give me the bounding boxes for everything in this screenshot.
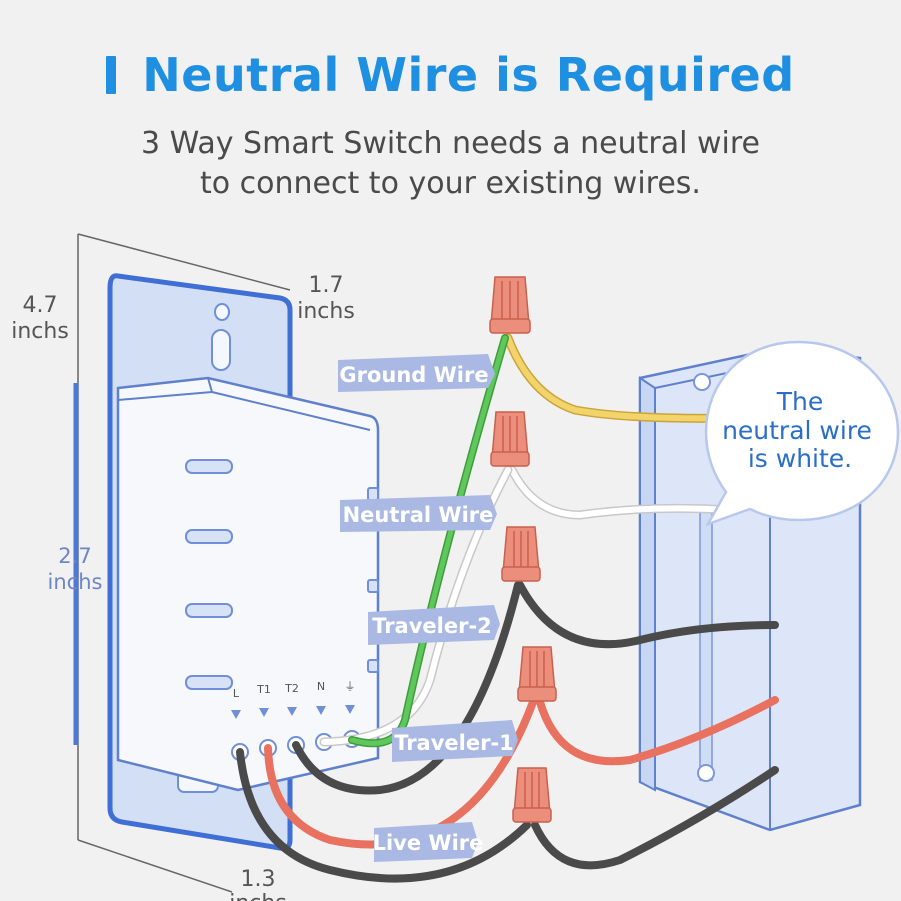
depth-unit: inchs — [229, 891, 287, 901]
bubble-line-1: The — [776, 387, 824, 416]
title-row: Neutral Wire is Required — [0, 48, 901, 102]
wire-traveler-2-switch — [292, 581, 522, 795]
page-title: Neutral Wire is Required — [142, 48, 795, 102]
wire-traveler-1-box — [536, 696, 779, 766]
subtitle-line-2: to connect to your existing wires. — [200, 166, 701, 201]
wire-live-switch — [236, 748, 531, 883]
wire-nut-traveler-2 — [501, 526, 541, 582]
body-value: 2.7 — [58, 544, 91, 568]
tag-traveler-1: Traveler-1 — [392, 720, 518, 762]
box-screw-top-icon — [693, 373, 711, 391]
wire-nut-traveler-1 — [517, 646, 557, 702]
box-screw-bottom-icon — [697, 764, 715, 782]
wire-nut-neutral — [490, 411, 530, 467]
depth-value: 1.3 — [241, 867, 276, 892]
terminal-label-ground: ⏚ — [345, 680, 356, 693]
switch-body: L T1 T2 N ⏚ — [116, 376, 380, 792]
width-unit: inchs — [297, 299, 355, 324]
wire-traveler-2-box — [516, 581, 779, 649]
tag-live-wire: Live Wire — [373, 822, 484, 862]
subtitle-line-1: 3 Way Smart Switch needs a neutral wire — [141, 126, 760, 161]
tag-ground-wire: Ground Wire — [338, 354, 495, 392]
body-slots — [185, 459, 379, 690]
tag-neutral-wire: Neutral Wire — [340, 495, 497, 532]
mounting-slot — [211, 329, 231, 371]
width-value: 1.7 — [309, 273, 344, 298]
wire-traveler-1-switch — [264, 698, 537, 849]
wire-nut-ground — [489, 276, 531, 334]
wires — [236, 333, 779, 883]
tag-traveler-1-label: Traveler-1 — [394, 731, 514, 755]
bubble-line-3: is white. — [748, 444, 852, 473]
subtitle: 3 Way Smart Switch needs a neutral wire … — [0, 124, 901, 204]
screw-hole-icon — [214, 303, 230, 321]
wire-live-box — [531, 766, 779, 870]
wire-nut-live — [512, 767, 552, 823]
wire-nuts — [489, 276, 557, 823]
height-unit: inchs — [11, 319, 69, 344]
terminal-arrows — [231, 705, 355, 719]
terminal-label-n: N — [317, 680, 325, 693]
title-accent-bar — [106, 56, 117, 94]
tag-live-wire-label: Live Wire — [373, 831, 484, 855]
height-value: 4.7 — [23, 293, 58, 318]
tag-ground-wire-label: Ground Wire — [339, 363, 488, 387]
terminal-label-t1: T1 — [256, 683, 271, 696]
tag-neutral-wire-label: Neutral Wire — [343, 503, 494, 527]
terminal-label-t2: T2 — [284, 682, 299, 695]
bubble-line-2: neutral wire — [722, 416, 872, 445]
tag-traveler-2: Traveler-2 — [368, 605, 500, 645]
body-unit: inchs — [48, 570, 103, 594]
wire-tags: Ground Wire Neutral Wire Traveler-2 Trav… — [338, 354, 518, 862]
tag-traveler-2-label: Traveler-2 — [372, 614, 492, 638]
terminal-label-l: L — [233, 687, 240, 700]
neutral-wire-bubble: The neutral wire is white. — [704, 340, 900, 527]
